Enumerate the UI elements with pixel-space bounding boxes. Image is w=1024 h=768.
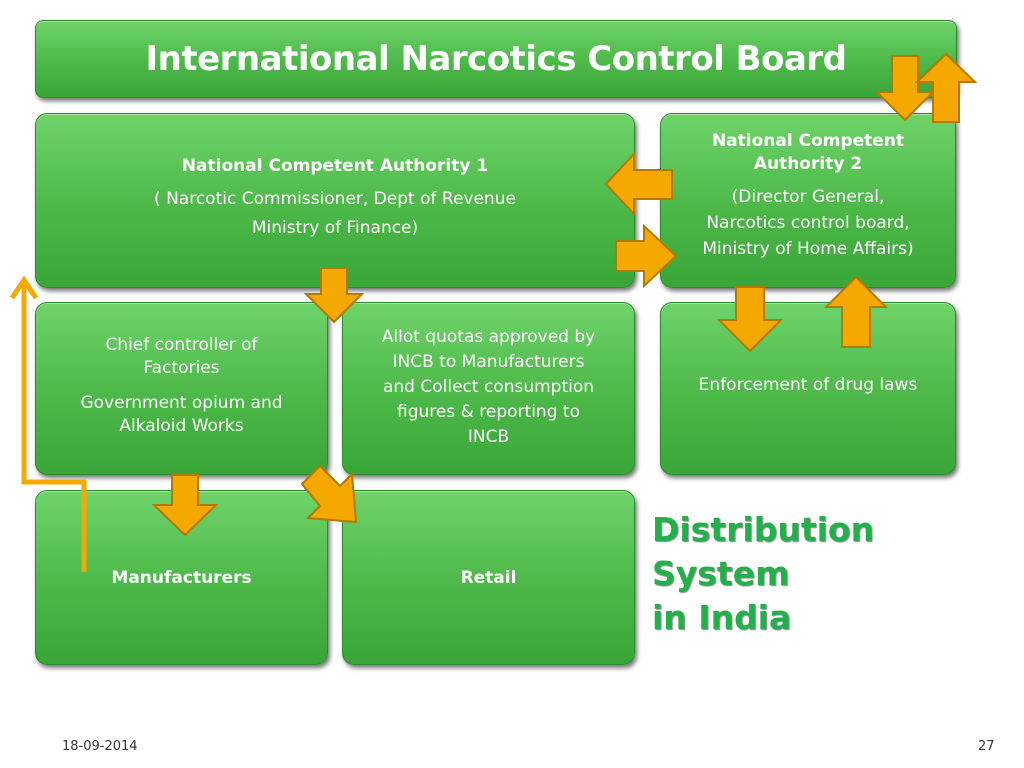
allot-line1: Allot quotas approved by: [381, 327, 596, 347]
enforcement-box: Enforcement of drug laws: [660, 302, 956, 475]
chief-line4: Alkaloid Works: [119, 415, 244, 436]
nca1-line2: Ministry of Finance): [251, 218, 419, 238]
allot-quotas-box: Allot quotas approved by INCB to Manufac…: [342, 302, 635, 475]
nca2-line2: Narcotics control board,: [706, 213, 910, 233]
chief-controller-box: Chief controller of Factories Government…: [35, 302, 328, 475]
allot-line5: INCB: [467, 427, 510, 447]
chief-line1: Chief controller of: [105, 334, 258, 355]
manufacturers-text: Manufacturers: [111, 567, 252, 588]
manufacturers-feedback-arrowhead: [9, 275, 39, 300]
chief-line2: Factories: [143, 357, 220, 378]
allot-line2: INCB to Manufacturers: [392, 352, 585, 372]
chief-line3: Government opium and: [80, 392, 283, 413]
nca2-heading: National Competent Authority 2: [712, 130, 904, 176]
retail-box: Retail: [342, 490, 635, 665]
side-title-line1: Distribution System: [652, 510, 875, 593]
nca1-line1: ( Narcotic Commissioner, Dept of Revenue: [154, 189, 516, 209]
nca2-heading-line1: National Competent: [711, 131, 905, 151]
manufacturers-box: Manufacturers: [35, 490, 328, 665]
nca2-line3: Ministry of Home Affairs): [702, 239, 914, 259]
footer-page-number: 27: [978, 739, 995, 754]
nca1-heading: National Competent Authority 1: [181, 156, 489, 176]
diagram-title: International Narcotics Control Board: [145, 39, 847, 79]
nca2-box: National Competent Authority 2 (Director…: [660, 113, 956, 288]
enforcement-text: Enforcement of drug laws: [698, 375, 918, 395]
title-box: International Narcotics Control Board: [35, 20, 957, 98]
retail-text: Retail: [460, 567, 517, 588]
nca2-body: (Director General, Narcotics control boa…: [702, 184, 913, 262]
footer-date: 18-09-2014: [62, 739, 138, 754]
allot-line4: figures & reporting to: [397, 402, 580, 422]
side-title: Distribution System in India: [652, 508, 1012, 640]
nca1-box: National Competent Authority 1 ( Narcoti…: [35, 113, 635, 288]
allot-line3: and Collect consumption: [382, 377, 595, 397]
nca2-line1: (Director General,: [731, 187, 885, 207]
side-title-line2: in India: [652, 598, 792, 637]
nca2-heading-line2: Authority 2: [753, 154, 863, 174]
